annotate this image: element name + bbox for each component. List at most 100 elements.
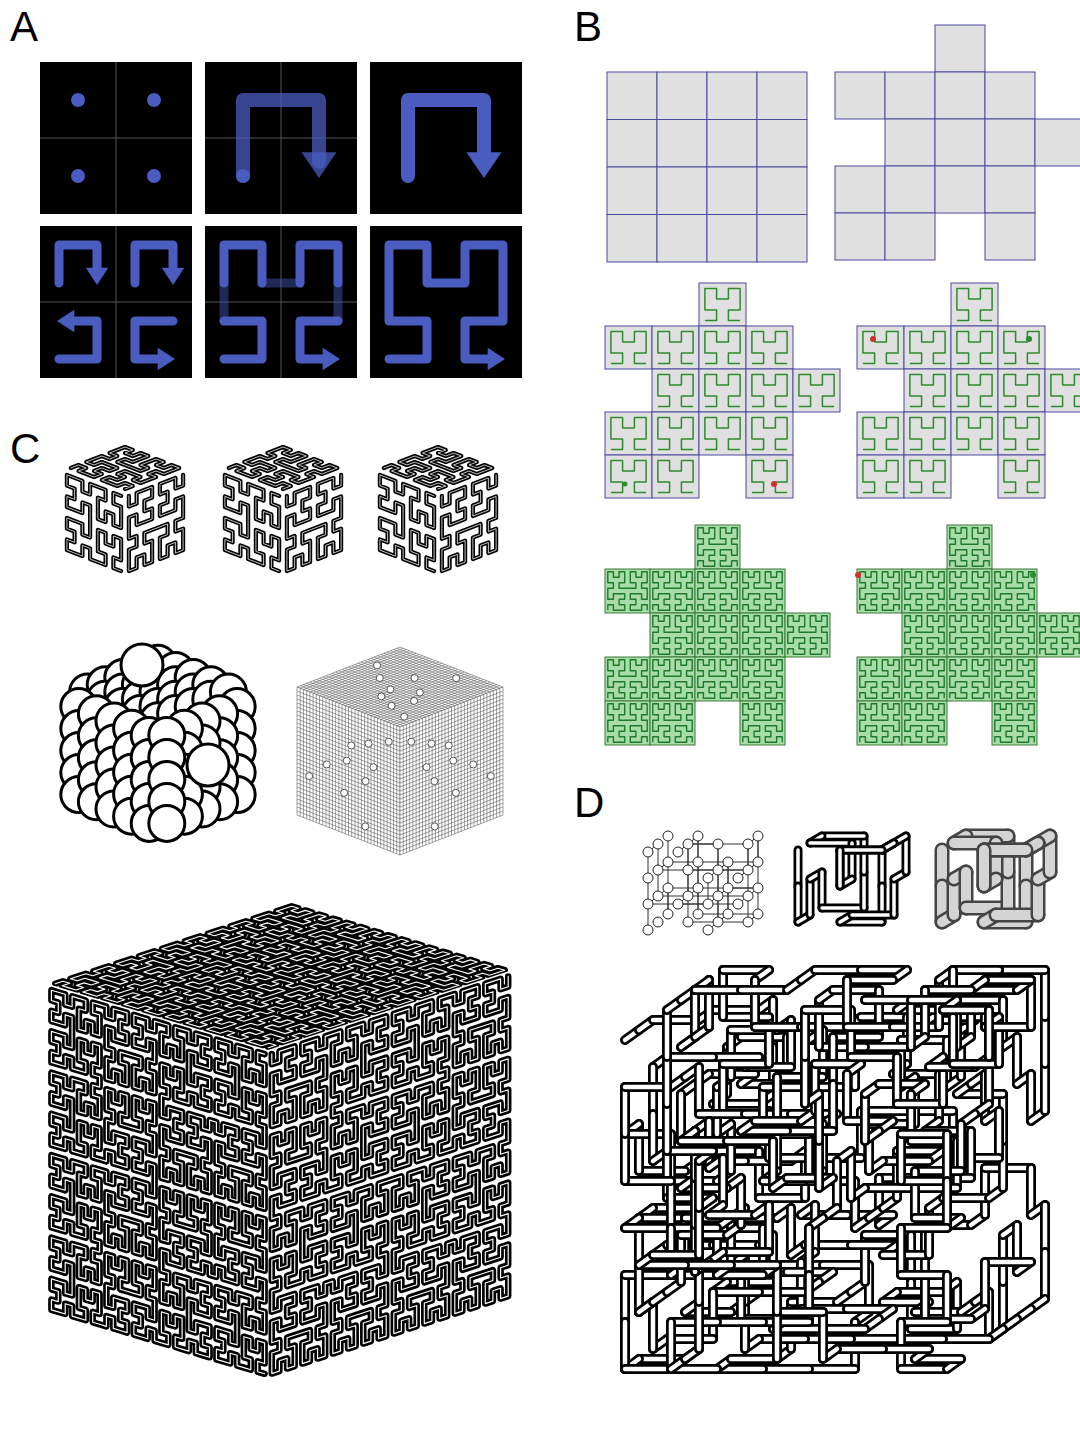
grid-cell [904,412,951,455]
tube-outline [977,850,992,886]
tube-gap [442,475,496,571]
grid-line [464,702,465,830]
tube-outline [694,1302,704,1349]
tube-core [731,1263,777,1268]
tube-outline [620,1134,630,1181]
grid-cell [699,326,746,369]
tube-core [777,1310,823,1315]
tube-core [925,988,971,993]
ball [673,847,683,857]
panel-square [205,226,357,378]
tube-outline [763,1364,809,1374]
tube-outline [804,1228,814,1275]
grid-cell [652,412,699,455]
tube-outline [717,1317,763,1327]
tube-outline [851,1334,897,1344]
tube-core [699,1112,745,1117]
fill-path [705,331,740,363]
grid-cell [885,213,935,260]
grid-line [457,705,458,833]
grid-cell [793,369,840,412]
grid-line [384,653,487,693]
fill-path [957,417,992,449]
grid-cell [699,369,746,412]
grid-cell [947,569,992,613]
grid-cell [605,569,650,613]
tube-core [717,1320,763,1325]
tube-outline [662,1057,672,1104]
grid-cell [746,412,793,455]
tube-outline [847,975,893,985]
tube-outline [942,1134,952,1181]
ball [663,909,673,919]
tube-core [845,1074,850,1121]
fill-path [860,660,899,699]
tube-core [822,834,864,838]
curve-line [135,321,173,359]
tube-core [625,1273,671,1278]
grid-cell [657,215,707,263]
grid-line [365,661,468,701]
curve-dot [147,169,161,183]
ball [713,891,723,901]
grid-cell [695,525,740,569]
tube-core [865,998,911,1003]
grid-cell [902,569,947,613]
tube-outline [985,975,1031,985]
fill-path [1004,331,1039,363]
tube-outline [865,995,911,1005]
tube-core [815,968,861,973]
grid-cell [652,369,699,412]
grid-cell [904,326,951,369]
grid-line [342,705,343,833]
tube-outline [772,1312,782,1359]
tube-outline [966,1131,976,1178]
tube-core [997,1111,1002,1158]
grid-line [313,693,314,821]
tube-outline [741,985,787,995]
grid-line [303,650,406,690]
tube-core [943,1008,989,1013]
arrow-head [488,348,505,371]
panel-square [40,62,192,214]
ball [663,831,673,841]
fill-path [910,374,945,406]
curve-line [262,279,300,288]
tube-core [915,1169,961,1174]
tube-outline [713,1287,759,1297]
grid-line [490,692,491,820]
ball [703,873,713,883]
tube-core [681,1139,727,1144]
grid-line [297,807,400,847]
grid-cell [746,369,793,412]
grid-cell [1037,613,1080,657]
tube-outline [639,1213,685,1223]
grid-line [355,665,458,705]
ball [663,857,673,867]
grid-line [496,690,497,818]
fill-path [1040,616,1079,655]
tube-outline [943,1005,989,1015]
ball [743,891,753,901]
grid-line [309,692,310,820]
tube-core [803,1057,808,1104]
tube-gap [380,475,434,571]
grid-line [483,695,484,823]
tube-core [1043,1064,1048,1111]
tube-outline [625,1270,671,1280]
tube-outline [956,1124,966,1171]
arrow-head [467,152,502,178]
ball [683,917,693,927]
tube-outline [901,1223,947,1233]
tube-core [711,1292,716,1339]
tube-outline [943,1334,989,1344]
fill-path [705,417,740,449]
tube-outline [653,1250,699,1260]
grid-line [342,665,445,705]
tube-core [862,872,866,908]
arrow-head [158,348,175,371]
grid-line [297,791,400,831]
cube-face [438,468,500,578]
grid-line [297,811,400,851]
grid-cell [885,119,935,166]
